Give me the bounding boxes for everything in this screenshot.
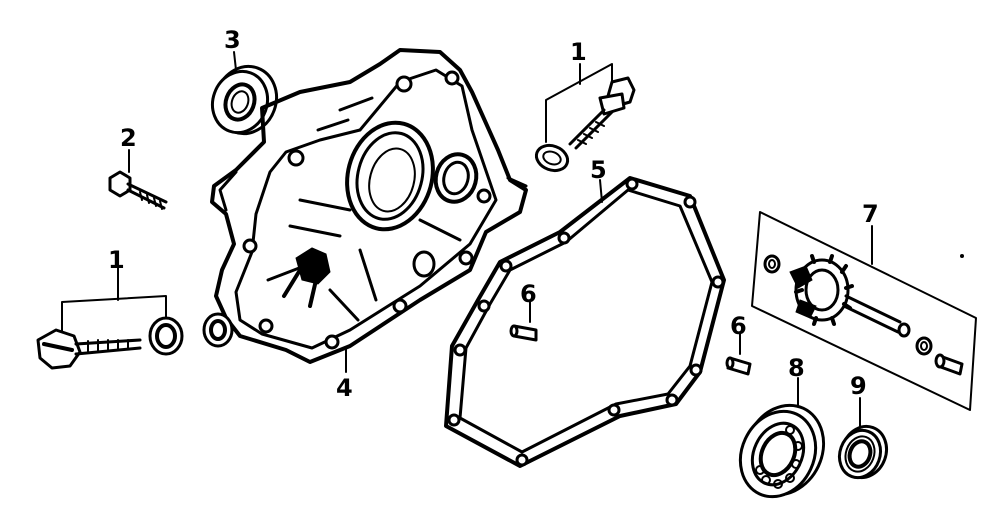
part-6-dowel-pin-left (509, 324, 538, 342)
part-7-group-frame (751, 211, 977, 411)
callout-1-top: 1 (570, 38, 587, 66)
callout-2: 2 (120, 124, 137, 152)
part-1-drain-plug-top (534, 76, 636, 173)
callout-5: 5 (590, 156, 607, 184)
part-8-ball-bearing (738, 403, 826, 499)
callout-7: 7 (862, 200, 879, 228)
callout-8: 8 (788, 354, 805, 382)
callout-9: 9 (850, 372, 867, 400)
callout-6-left: 6 (520, 280, 537, 308)
bracket-1-left (61, 295, 167, 333)
part-4-crankcase-cover (202, 48, 528, 364)
part-6-dowel-pin-right (725, 356, 752, 376)
part-5-gasket (444, 176, 726, 468)
callout-1-left: 1 (108, 246, 125, 274)
part-2-bolt (108, 170, 168, 210)
part-7-governor-assembly (763, 254, 964, 376)
callout-6-right: 6 (730, 312, 747, 340)
part-1-drain-plug-left (36, 316, 184, 370)
leader-5 (599, 179, 603, 203)
leader-3 (233, 51, 237, 71)
callout-4: 4 (336, 374, 353, 402)
callout-3: 3 (224, 26, 241, 54)
stray-dot (960, 254, 964, 258)
part-9-ball-bearing-small (837, 424, 889, 480)
part-3-oil-seal (211, 64, 278, 136)
